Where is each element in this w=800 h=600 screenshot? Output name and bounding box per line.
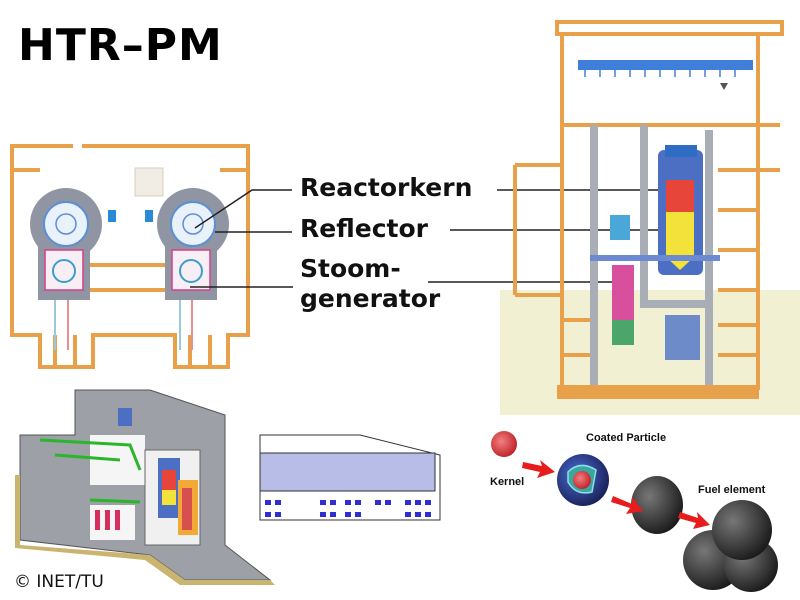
label-steam-generator-2: generator [300,284,441,313]
label-steam-generator-1: Stoom- [300,254,401,283]
label-coated-particle: Coated Particle [586,432,667,444]
kernel-sphere [491,431,517,457]
label-reactor-core: Reactorkern [300,173,473,202]
copyright-text: © INET/TU [14,572,104,592]
fuel-diagram [491,431,778,592]
half-fuel-sphere [631,476,683,534]
fuel-element-sphere [712,500,772,560]
label-reflector: Reflector [300,214,428,243]
label-fuel-element: Fuel element [698,484,766,496]
plan-view-diagram [10,144,250,369]
label-kernel: Kernel [490,476,525,488]
section-view-diagram [500,20,800,415]
arrow-icons [522,460,710,529]
plant-cutaway-diagram [15,389,441,585]
page-title: HTR–PM [18,20,223,71]
reactor-left [30,188,102,350]
reactor-right [157,188,229,350]
